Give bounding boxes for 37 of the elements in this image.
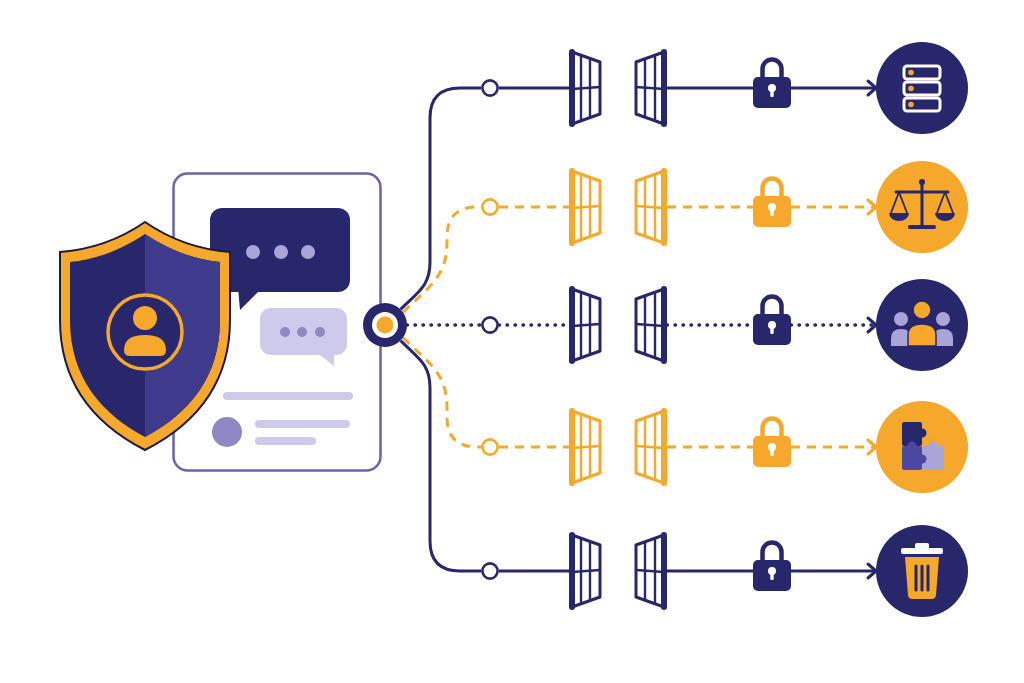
- junction-ring: [481, 562, 499, 580]
- people-icon: [876, 279, 968, 371]
- server-icon: [876, 42, 968, 134]
- arrow: [791, 562, 878, 580]
- padlock-icon: [753, 540, 791, 592]
- connector-line: [667, 569, 753, 573]
- gate-icon: [569, 285, 667, 365]
- connector-line: [499, 445, 569, 449]
- padlock-icon: [753, 176, 791, 228]
- arrow: [789, 316, 878, 334]
- junction-ring: [481, 198, 499, 216]
- connector-line: [667, 86, 753, 90]
- padlock-icon: [753, 57, 791, 109]
- puzzle-icon: [876, 401, 968, 493]
- gate-icon: [569, 407, 667, 487]
- junction-ring: [481, 316, 499, 334]
- arrow: [791, 438, 878, 456]
- gate-icon: [569, 531, 667, 611]
- connector-line: [401, 336, 481, 449]
- gate-icon: [569, 48, 667, 128]
- gate-icon: [569, 167, 667, 247]
- connector-line: [499, 86, 569, 90]
- trash-icon: [876, 525, 968, 617]
- arrow: [791, 79, 878, 97]
- connector-line: [667, 445, 753, 449]
- connector-line: [405, 323, 483, 327]
- connector-line: [399, 339, 481, 573]
- connector-line: [667, 205, 753, 209]
- junction-ring: [481, 79, 499, 97]
- connector-line: [499, 205, 569, 209]
- padlock-icon: [753, 416, 791, 468]
- arrow: [791, 198, 878, 216]
- junction-ring: [481, 438, 499, 456]
- scales-icon: [876, 161, 968, 253]
- padlock-icon: [753, 294, 791, 346]
- connector-line: [399, 86, 481, 311]
- connector-line: [499, 569, 569, 573]
